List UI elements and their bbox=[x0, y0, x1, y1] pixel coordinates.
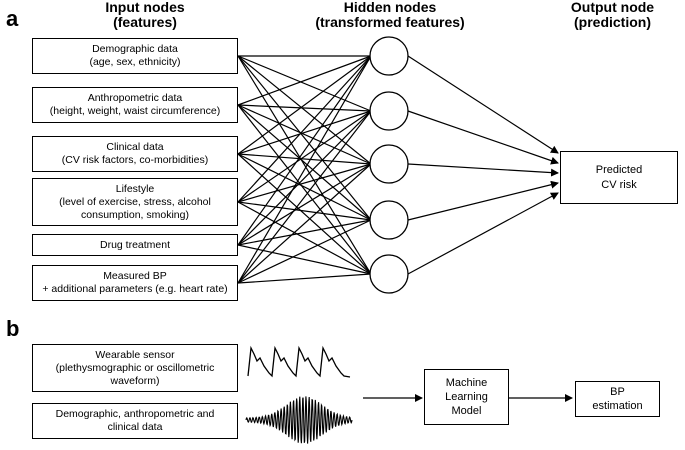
hidden-node bbox=[369, 254, 409, 294]
hidden-output-arrow bbox=[407, 110, 559, 165]
hidden-output-arrow bbox=[407, 180, 559, 221]
panel-b-label: b bbox=[6, 316, 20, 341]
input-node-measured-bp: Measured BP+ additional parameters (e.g.… bbox=[32, 265, 238, 301]
input-node-drug-treatment: Drug treatment bbox=[32, 234, 238, 256]
input-hidden-edge bbox=[237, 163, 372, 246]
network-connections bbox=[237, 55, 372, 284]
output-connections bbox=[407, 55, 559, 275]
hidden-node bbox=[369, 144, 409, 184]
output-node-header: Output node(prediction) bbox=[570, 0, 655, 30]
input-hidden-edge bbox=[237, 55, 372, 275]
input-hidden-edge bbox=[237, 201, 372, 221]
hidden-node-group bbox=[369, 36, 409, 294]
input-wearable-sensor: Wearable sensor(plethysmographic or osci… bbox=[32, 344, 238, 392]
hidden-output-arrow bbox=[407, 192, 559, 275]
input-hidden-edge bbox=[237, 55, 372, 284]
oscillometric-waveform-icon bbox=[245, 396, 353, 444]
input-hidden-edge bbox=[237, 55, 372, 106]
panel-a-label: a bbox=[6, 6, 19, 31]
input-hidden-edge bbox=[237, 55, 372, 221]
hidden-nodes-header: Hidden nodes(transformed features) bbox=[315, 0, 465, 30]
ppg-waveform-icon bbox=[247, 345, 351, 378]
input-node-anthropometric: Anthropometric data(height, weight, wais… bbox=[32, 87, 238, 123]
input-hidden-edge bbox=[237, 153, 372, 275]
input-node-lifestyle: Lifestyle(level of exercise, stress, alc… bbox=[32, 178, 238, 226]
input-node-demographic: Demographic data(age, sex, ethnicity) bbox=[32, 38, 238, 74]
input-hidden-edge bbox=[237, 55, 372, 112]
input-hidden-edge bbox=[237, 153, 372, 221]
input-hidden-edge bbox=[237, 55, 372, 155]
input-hidden-edge bbox=[237, 273, 372, 284]
input-hidden-edge bbox=[237, 110, 372, 155]
input-hidden-edge bbox=[237, 104, 372, 221]
input-hidden-edge bbox=[237, 55, 372, 165]
hidden-node bbox=[369, 91, 409, 131]
hidden-node bbox=[369, 36, 409, 76]
input-node-clinical: Clinical data(CV risk factors, co-morbid… bbox=[32, 136, 238, 172]
input-hidden-edge bbox=[237, 163, 372, 203]
input-hidden-edge bbox=[237, 55, 372, 203]
input-hidden-edge bbox=[237, 104, 372, 275]
input-hidden-edge bbox=[237, 219, 372, 246]
hidden-output-arrow bbox=[407, 163, 559, 177]
input-hidden-edge bbox=[237, 163, 372, 284]
input-hidden-edge bbox=[237, 110, 372, 284]
input-hidden-edge bbox=[237, 244, 372, 275]
input-hidden-edge bbox=[237, 219, 372, 284]
input-hidden-edge bbox=[237, 55, 372, 246]
input-hidden-edge bbox=[237, 104, 372, 112]
input-hidden-edge bbox=[237, 104, 372, 165]
input-hidden-edge bbox=[237, 110, 372, 203]
hidden-node bbox=[369, 200, 409, 240]
input-hidden-edge bbox=[237, 110, 372, 246]
input-hidden-edge bbox=[237, 153, 372, 165]
input-nodes-header: Input nodes(features) bbox=[105, 0, 185, 30]
hidden-output-arrow bbox=[407, 55, 559, 154]
input-hidden-edge bbox=[237, 201, 372, 275]
